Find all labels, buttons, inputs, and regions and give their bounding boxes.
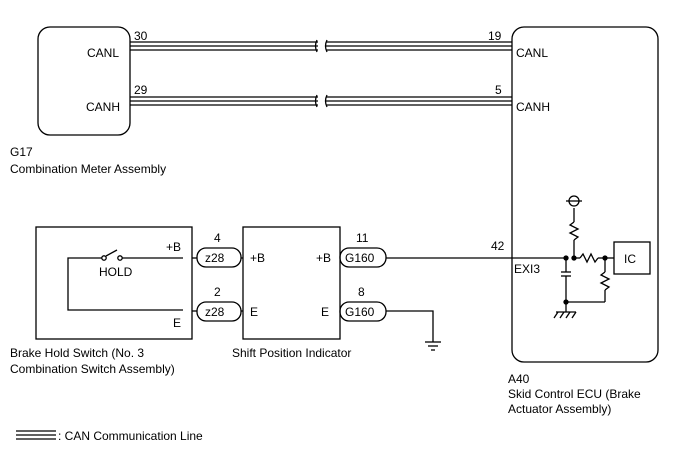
indicator-box (242, 226, 341, 340)
meter-box (37, 26, 131, 136)
meter-name: Combination Meter Assembly (10, 162, 166, 176)
canh-line (130, 94, 512, 108)
indicator-e-left: E (250, 305, 258, 319)
z28-pin-bottom: 2 (214, 285, 221, 299)
indicator-b-plus-right: +B (316, 251, 331, 265)
ground-symbol (425, 341, 441, 351)
ecu-exi3-label: EXI3 (514, 262, 540, 276)
g160-label-top: G160 (345, 251, 375, 265)
brake-switch-box (35, 226, 193, 340)
meter-code: G17 (10, 145, 33, 159)
indicator-name: Shift Position Indicator (232, 346, 351, 360)
g160-label-bottom: G160 (345, 305, 375, 319)
ecu-internal-circuit (512, 195, 614, 319)
meter-pin-canh: 29 (134, 83, 148, 97)
ecu-canl-label: CANL (516, 46, 548, 60)
g160-pin-bottom: 8 (358, 285, 365, 299)
ecu-canh-label: CANH (516, 100, 550, 114)
z28-label-top: z28 (205, 251, 225, 265)
ecu-pin-canl: 19 (488, 29, 502, 43)
hold-label: HOLD (99, 265, 133, 279)
z28-pin-top: 4 (214, 231, 221, 245)
meter-canl-label: CANL (87, 46, 119, 60)
z28-label-bottom: z28 (205, 305, 225, 319)
g160-pin-top: 11 (356, 231, 369, 245)
switch-e-label: E (173, 316, 181, 330)
meter-pin-canl: 30 (134, 29, 148, 43)
ecu-pin-exi3: 42 (491, 239, 505, 253)
meter-canh-label: CANH (86, 100, 120, 114)
brake-switch-name-line1: Brake Hold Switch (No. 3 (10, 346, 144, 360)
ecu-name-line2: Actuator Assembly) (508, 402, 611, 416)
indicator-e-right: E (321, 305, 329, 319)
canl-line (130, 39, 512, 53)
ecu-name-line1: Skid Control ECU (Brake (508, 387, 641, 401)
ecu-pin-canh: 5 (495, 83, 502, 97)
brake-switch-name-line2: Combination Switch Assembly) (10, 362, 175, 376)
indicator-b-plus-left: +B (250, 251, 265, 265)
ic-box (613, 241, 651, 275)
ground-wire (386, 310, 434, 342)
legend-label: : CAN Communication Line (58, 429, 203, 443)
legend-can-symbol (16, 430, 56, 440)
switch-b-plus-label: +B (166, 240, 181, 254)
ecu-box (511, 26, 659, 363)
ic-label: IC (624, 252, 636, 266)
ecu-code: A40 (508, 372, 530, 386)
